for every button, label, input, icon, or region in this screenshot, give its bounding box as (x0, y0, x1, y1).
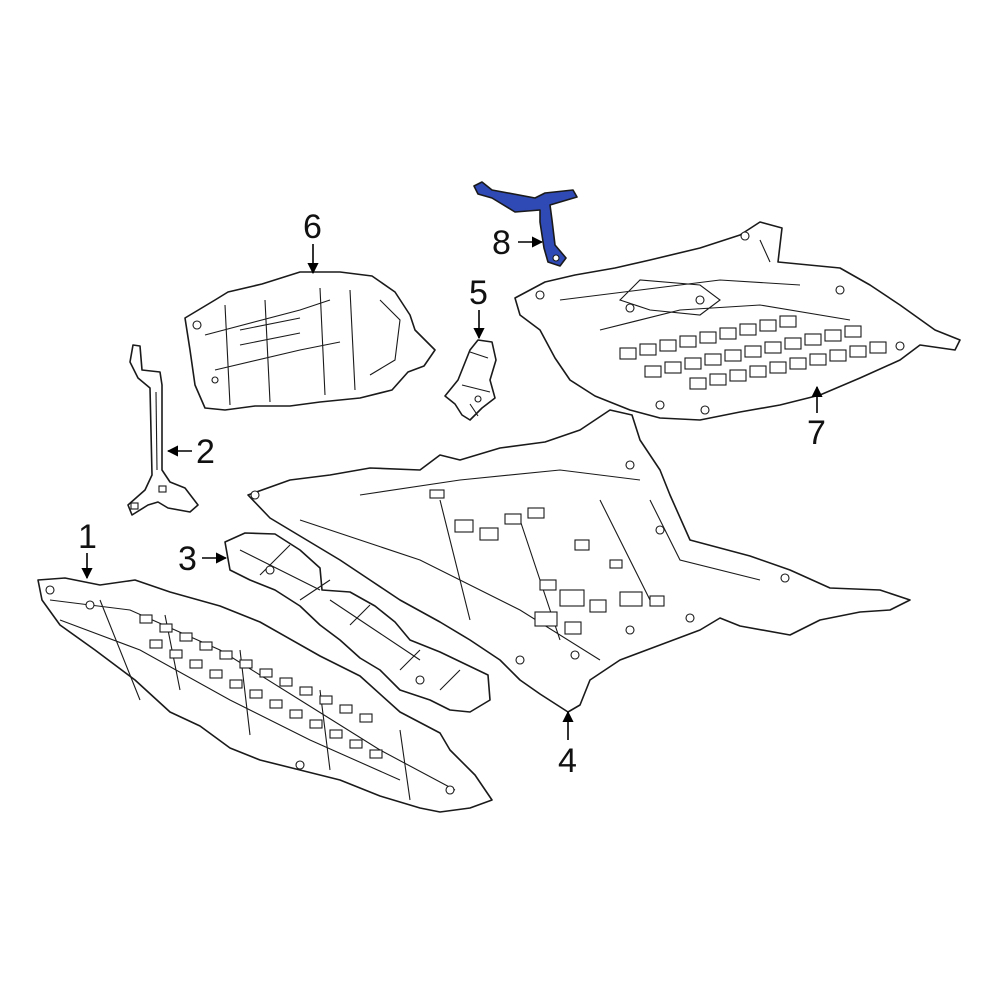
part-4-pad-grid (429, 489, 665, 635)
callout-8-label: 8 (492, 224, 511, 262)
callout-5-label: 5 (469, 274, 488, 312)
callout-6-label: 6 (303, 208, 322, 246)
part-4-center-shield[interactable] (247, 409, 911, 713)
callout-3-label: 3 (178, 540, 197, 578)
part-5-bracket[interactable] (444, 339, 497, 421)
callout-1-label: 1 (78, 518, 97, 556)
part-3-bracket[interactable] (224, 532, 491, 713)
callout-2-label: 2 (196, 433, 215, 471)
part-6-engine-cover[interactable] (184, 271, 436, 411)
part-8-bracket[interactable] (473, 181, 578, 267)
callout-7-label: 7 (807, 414, 826, 452)
callout-4-label: 4 (558, 742, 577, 780)
part-1-pad-grid (139, 614, 383, 759)
part-7-rear-shield[interactable] (514, 221, 961, 421)
part-2-strut[interactable] (127, 344, 199, 516)
part-7-pad-grid (619, 315, 887, 390)
part-1-front-shield[interactable] (37, 577, 493, 813)
